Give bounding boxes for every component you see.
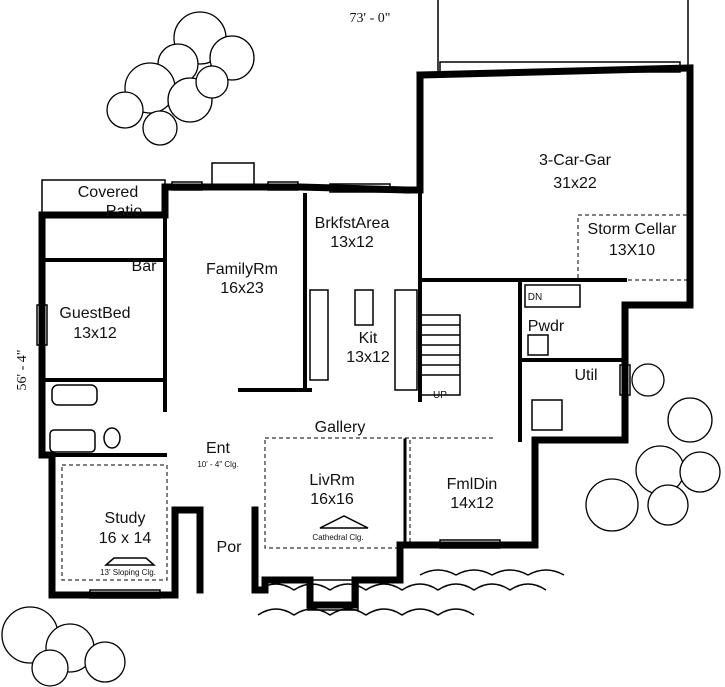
kitchen-counters (309, 289, 418, 391)
patio-slab (41, 179, 166, 216)
room-storm-cellar-size: 13X10 (609, 242, 655, 259)
room-livrm-size: 16x16 (310, 491, 354, 508)
storm-cellar-outline (577, 214, 689, 281)
windows (36, 61, 681, 599)
tree-bottom-left (1, 606, 126, 687)
width-dimension: 73' - 0" (350, 11, 391, 26)
room-brkfst-size: 13x12 (330, 234, 374, 251)
room-covered-patio-name: Covered (78, 184, 138, 201)
study-ceiling-outline (61, 464, 168, 581)
room-garage-size: 31x22 (553, 175, 597, 192)
sloping-symbol (104, 557, 156, 566)
room-study-size: 16 x 14 (99, 530, 152, 547)
room-family-size: 16x23 (220, 280, 264, 297)
room-gallery-name: Gallery (315, 419, 366, 436)
room-ent-name: Ent (206, 440, 231, 457)
fireplace-living (307, 579, 359, 611)
room-pwdr-name: Pwdr (528, 318, 565, 335)
note-liv-ceiling: Cathedral Clg. (312, 533, 363, 542)
tree-right (585, 363, 721, 532)
room-guestbed-name: GuestBed (59, 305, 130, 322)
room-util-name: Util (574, 367, 597, 384)
depth-dimension: 56' - 4" (15, 350, 30, 391)
interior-walls (40, 188, 627, 547)
stairs (419, 284, 581, 396)
room-kit-name: Kit (359, 330, 378, 347)
room-fmldin-name: FmlDin (447, 476, 498, 493)
notes: 10' - 4" Clg. Cathedral Clg. 13' Sloping… (100, 292, 542, 577)
note-study-ceiling: 13' Sloping Clg. (100, 568, 156, 577)
tree-top-left (106, 11, 255, 146)
note-stair-up: UP (433, 390, 447, 401)
cathedral-symbol (319, 515, 369, 529)
room-family-name: FamilyRm (206, 261, 278, 278)
room-covered-patio-name2: Patio (106, 203, 143, 220)
note-stair-dn: DN (528, 292, 542, 303)
room-bar-name: Bar (132, 258, 158, 275)
room-brkfst-name: BrkfstArea (315, 215, 390, 232)
fireplace-family (211, 162, 255, 188)
note-ent-ceiling: 10' - 4" Clg. (197, 460, 238, 469)
room-kit-size: 13x12 (346, 349, 390, 366)
room-labels: Covered Patio Bar FamilyRm 16x23 BrkfstA… (59, 152, 677, 556)
room-livrm-name: LivRm (309, 472, 354, 489)
room-fmldin-size: 14x12 (450, 495, 494, 512)
room-storm-cellar-name: Storm Cellar (588, 221, 678, 238)
room-garage-name: 3-Car-Gar (539, 152, 612, 169)
room-por-name: Por (217, 539, 243, 556)
room-guestbed-size: 13x12 (73, 325, 117, 342)
dimensions: 73' - 0" 56' - 4" (15, 11, 390, 390)
shrubs-bottom (257, 569, 565, 616)
room-study-name: Study (105, 510, 146, 527)
bath-fixtures (49, 334, 563, 453)
